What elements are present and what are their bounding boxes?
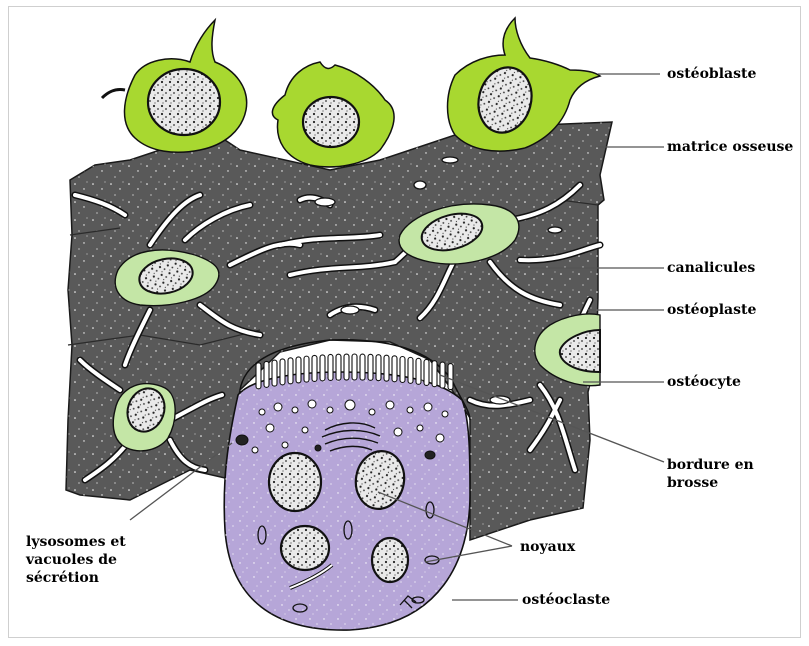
microvillus <box>320 355 325 381</box>
label-lysosomes: lysosomes et vacuoles de sécrétion <box>26 533 126 587</box>
label-bordure-line2: brosse <box>667 474 754 492</box>
microvillus <box>296 357 301 383</box>
microvillus <box>336 354 341 380</box>
microvillus <box>376 355 381 381</box>
label-lysosomes-line3: sécrétion <box>26 569 126 587</box>
microvillus <box>416 358 421 384</box>
label-osteoblaste: ostéoblaste <box>667 65 756 83</box>
microvillus <box>272 360 277 386</box>
label-osteocyte: ostéocyte <box>667 373 741 391</box>
microvillus <box>256 363 261 389</box>
microvillus <box>384 355 389 381</box>
label-matrice-osseuse: matrice osseuse <box>667 138 793 156</box>
label-bordure-line1: bordure en <box>667 456 754 474</box>
microvillus <box>432 361 437 387</box>
label-osteoclaste: ostéoclaste <box>522 591 610 609</box>
label-osteoplaste: ostéoplaste <box>667 301 756 319</box>
label-noyaux: noyaux <box>520 538 575 556</box>
microvillus <box>360 354 365 380</box>
microvillus <box>288 358 293 384</box>
microvillus <box>392 356 397 382</box>
microvillus <box>368 354 373 380</box>
microvillus <box>280 359 285 385</box>
label-canalicules: canalicules <box>667 259 755 277</box>
microvillus <box>424 359 429 385</box>
label-lysosomes-line1: lysosomes et <box>26 533 126 551</box>
microvillus <box>344 354 349 380</box>
microvillus <box>400 357 405 383</box>
label-lysosomes-line2: vacuoles de <box>26 551 126 569</box>
microvillus <box>408 357 413 383</box>
microvillus <box>304 356 309 382</box>
microvillus <box>448 364 453 390</box>
osteoclast <box>224 340 470 630</box>
microvillus <box>352 354 357 380</box>
microvillus <box>328 354 333 380</box>
osteoblast-cell-1 <box>102 20 247 152</box>
osteoblasts <box>102 18 600 167</box>
label-bordure-en-brosse: bordure en brosse <box>667 456 754 492</box>
microvillus <box>264 361 269 387</box>
osteoblast-cell-2 <box>272 62 394 167</box>
microvillus <box>312 355 317 381</box>
osteocyte-cell-3 <box>113 383 175 451</box>
